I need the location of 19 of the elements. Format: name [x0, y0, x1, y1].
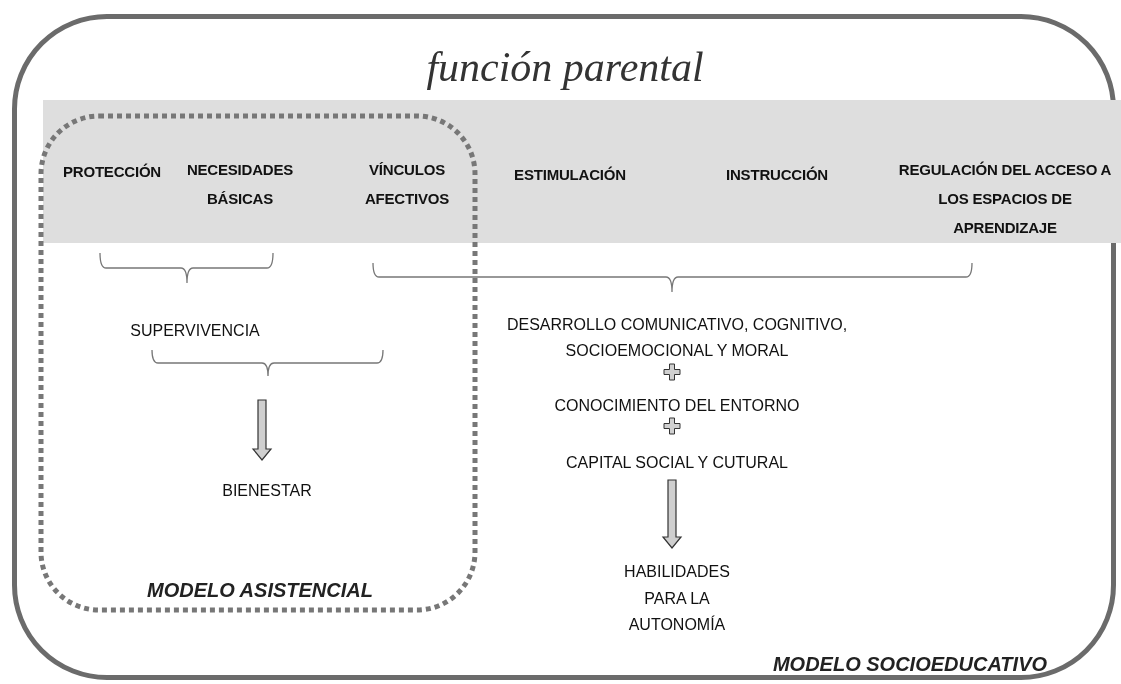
header-label: ESTIMULACIÓN [513, 165, 627, 185]
concept-label: SUPERVIVENCIA [120, 317, 270, 345]
block-arrow [661, 479, 683, 549]
header-label: VÍNCULOS AFECTIVOS [363, 160, 450, 209]
header-label: INSTRUCCIÓN [725, 165, 829, 185]
header-label: REGULACIÓN DEL ACCESO A LOS ESPACIOS DE APRENDIZAJE [897, 160, 1113, 238]
dotted-group-box [38, 113, 478, 613]
header-label: PROTECCIÓN [62, 162, 162, 182]
header-label: NECESIDADES BÁSICAS [185, 160, 295, 209]
concept-label: HABILIDADES PARA LA AUTONOMÍA [607, 553, 747, 645]
header-band [43, 100, 1121, 243]
block-arrow [251, 399, 273, 461]
frame-title: función parental [425, 43, 705, 91]
model-label: MODELO ASISTENCIAL [146, 579, 374, 602]
concept-label: CONOCIMIENTO DEL ENTORNO [552, 393, 802, 419]
concept-label: BIENESTAR [212, 465, 322, 517]
model-label: MODELO SOCIOEDUCATIVO [771, 653, 1049, 676]
concept-label: CAPITAL SOCIAL Y CUTURAL [552, 441, 802, 485]
concept-label: DESARROLLO COMUNICATIVO, COGNITIVO, SOCIOEMOCIONAL Y MORAL [457, 309, 897, 367]
